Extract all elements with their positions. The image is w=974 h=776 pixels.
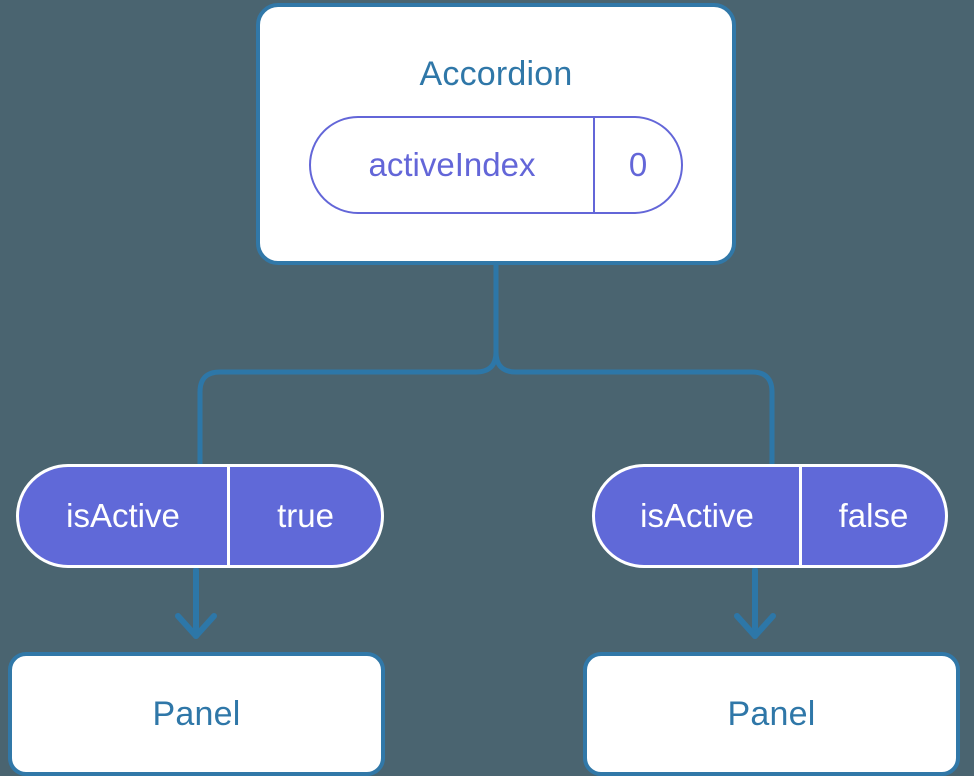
accordion-title: Accordion [419,55,573,93]
panel-title: Panel [152,694,241,733]
prop-pill-key: isActive [595,467,802,565]
component-node-panel-left[interactable]: Panel [8,652,385,776]
arrow-left-pill-to-panel [175,567,217,639]
prop-pill-value: false [838,497,909,534]
prop-pill-isactive-false[interactable]: isActive false [592,464,948,568]
branch-line-left [197,262,499,467]
prop-pill-isactive-true[interactable]: isActive true [16,464,384,568]
panel-title: Panel [727,694,816,733]
component-node-panel-right[interactable]: Panel [583,652,960,776]
state-pill-activeindex[interactable]: activeIndex 0 [309,116,683,214]
prop-pill-key: isActive [19,467,230,565]
branch-line-right [493,262,775,467]
state-pill-value: 0 [628,146,648,183]
component-node-accordion[interactable]: Accordion activeIndex 0 [256,3,736,265]
prop-pill-value: true [277,497,334,534]
state-pill-key: activeIndex [311,118,595,212]
arrow-right-pill-to-panel [734,567,776,639]
